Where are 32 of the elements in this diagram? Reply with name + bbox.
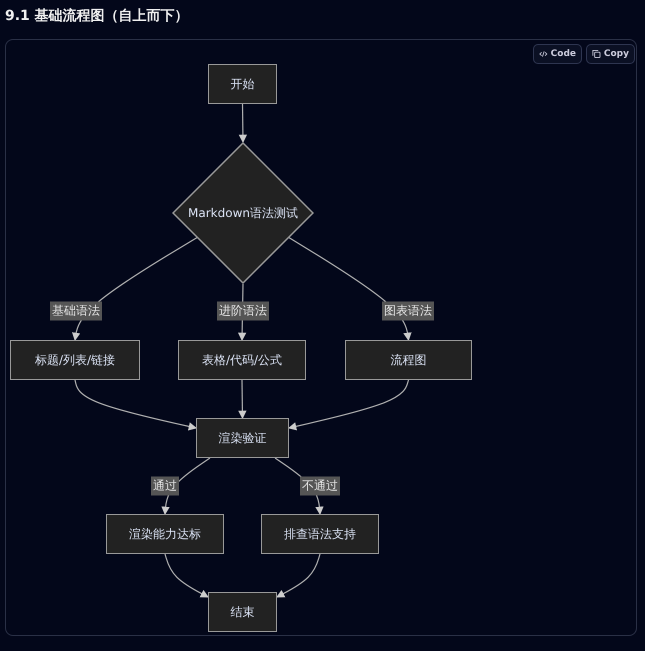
node-label: 排查语法支持 [284,526,356,542]
arrow [238,104,248,144]
decision-diamond [172,142,314,284]
node-label: 表格/代码/公式 [202,352,282,368]
arrow [74,380,198,430]
code-button: Code [533,44,582,64]
node-label: 渲染能力达标 [129,526,201,542]
arrow [238,380,247,420]
node-label: Markdown语法测试 [188,204,298,222]
arrow [276,554,321,598]
arrow [288,380,410,430]
node-label: 标题/列表/链接 [34,352,116,368]
copy-button: Copy [586,44,635,64]
process-box [106,514,224,554]
edge-label: 进阶语法 [217,302,269,320]
edge-label: 不通过 [300,476,340,496]
process-box [10,340,140,380]
node-label: 渲染验证 [218,430,266,446]
edge-label: 基础语法 [50,302,102,320]
heading: 9.1 基础流程图（自上而下） [5,7,189,25]
node-label: 流程图 [390,352,426,368]
arrow [164,554,209,598]
node-label: 结束 [230,604,254,620]
process-box [196,418,289,458]
node-label: 开始 [230,76,254,92]
process-box [261,514,379,554]
process-box [345,340,472,380]
edge-label: 图表语法 [382,302,434,320]
process-box [178,340,306,380]
process-box [208,592,277,632]
process-box [208,64,277,104]
edge-label: 通过 [151,476,179,496]
